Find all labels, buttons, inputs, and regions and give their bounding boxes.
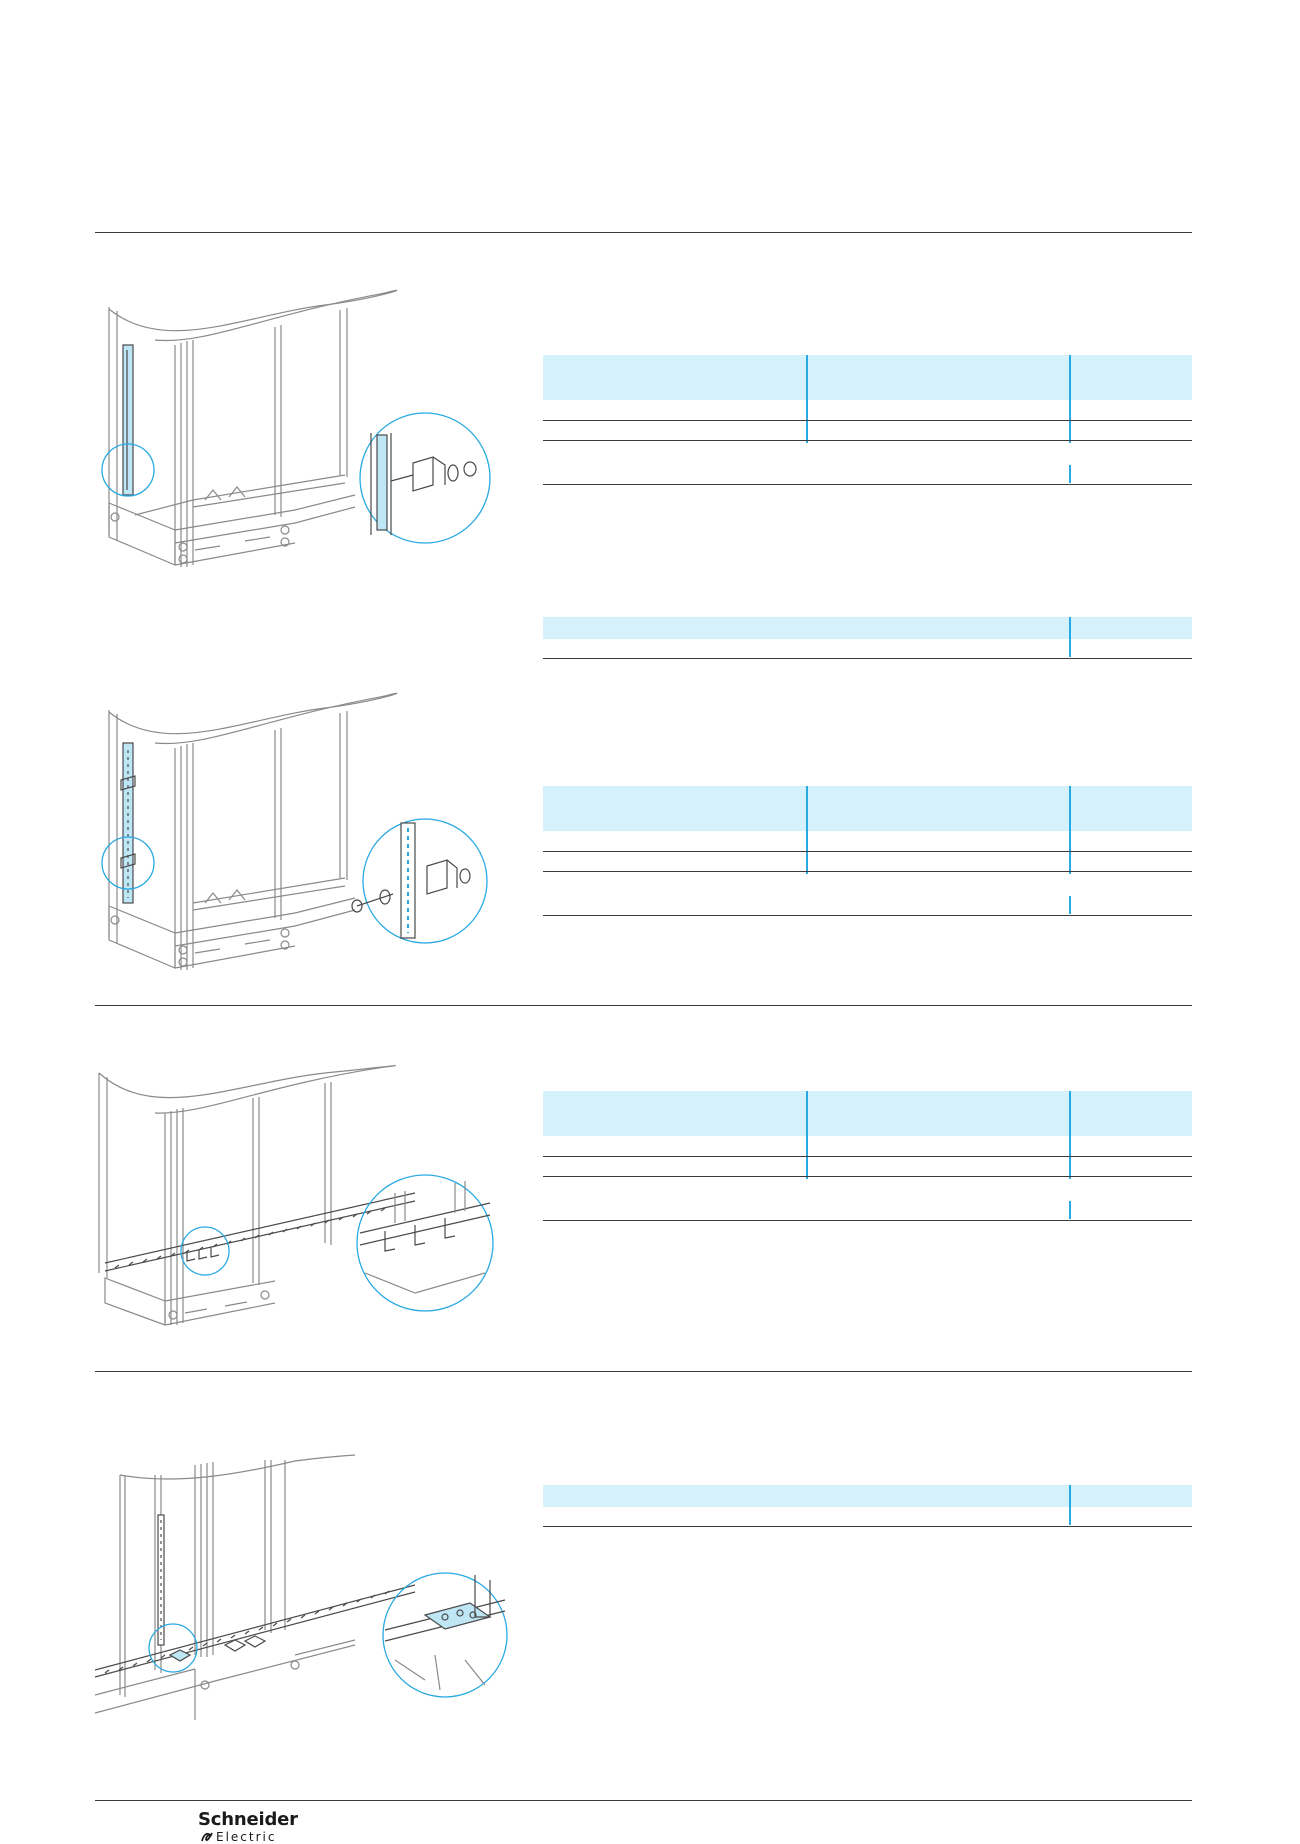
table-5 — [543, 1485, 1192, 1527]
section-rule-2 — [95, 1005, 1192, 1006]
illustration-perforated-upright — [95, 688, 495, 978]
logo-sub: Electric — [216, 1830, 277, 1844]
table-3-header — [543, 786, 1192, 874]
illustration-upright-bracket — [95, 285, 495, 575]
table-4 — [543, 1091, 1192, 1221]
top-rule — [95, 232, 1192, 233]
table-1 — [543, 355, 1192, 485]
table-1-header — [543, 355, 1192, 443]
table-2 — [543, 617, 1192, 659]
table-3 — [543, 786, 1192, 916]
logo-mark-icon — [201, 1832, 213, 1842]
illustration-horizontal-rail — [95, 1063, 495, 1333]
table-4-header — [543, 1091, 1192, 1179]
illustration-corner-bracket — [94, 1454, 508, 1720]
table-2-header — [543, 617, 1192, 657]
logo-brand: Schneider — [198, 1809, 298, 1830]
section-rule-3 — [95, 1371, 1192, 1372]
footer-rule — [95, 1800, 1192, 1801]
logo-sub-line: Electric — [198, 1830, 298, 1844]
table-5-header — [543, 1485, 1192, 1525]
